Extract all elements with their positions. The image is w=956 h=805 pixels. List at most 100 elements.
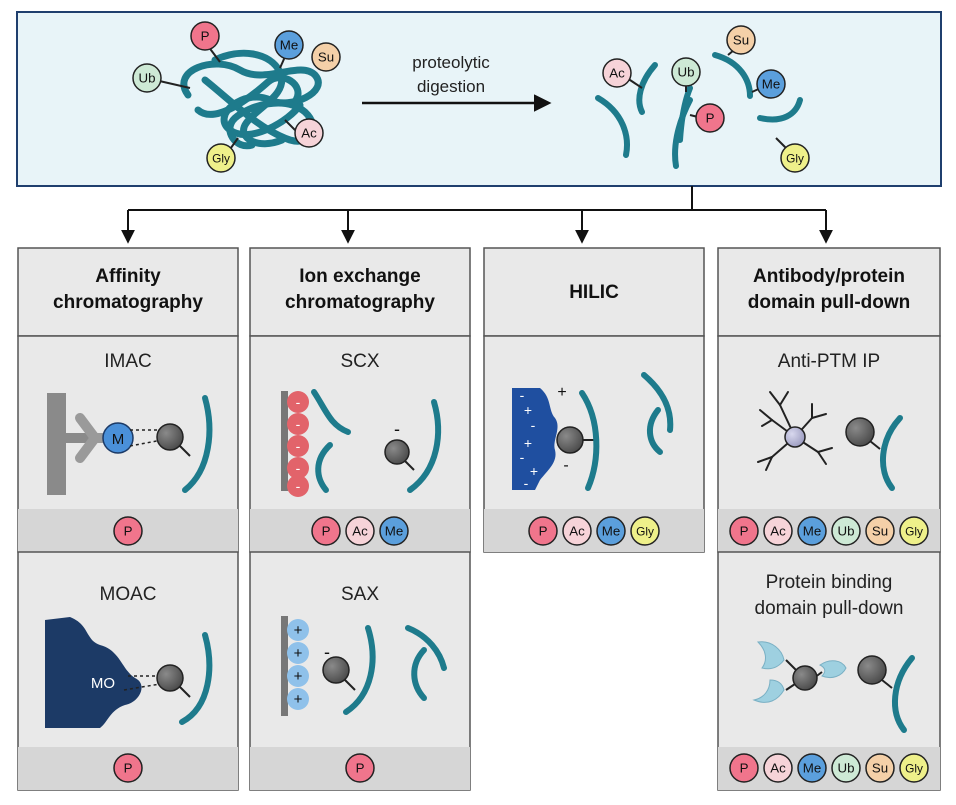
- hilic-surface-charges: -+-+-+-: [520, 387, 538, 491]
- hilic-plus-label: +: [557, 384, 566, 401]
- imac-strip-ptm-p-circle: [113, 516, 143, 546]
- pbd-strip-ptm-ac-label: Ac: [770, 761, 786, 776]
- scx-bead: [287, 435, 309, 457]
- hilic-surface-charge: -: [524, 475, 529, 491]
- sax-strip-ptm-p-circle: [345, 753, 375, 783]
- antibody-header-line2: domain pull-down: [748, 292, 911, 313]
- scx-strip-ptm-ac-circle: [345, 516, 375, 546]
- folded-protein: [180, 49, 322, 150]
- sax-bead-charge: +: [294, 645, 303, 662]
- pbd-strip-ptm-gly: Gly: [899, 753, 929, 783]
- scx-title: SCX: [340, 351, 379, 372]
- sax-bead: [287, 688, 309, 710]
- peptide-ptm-gly: Gly: [780, 143, 810, 173]
- peptide-ptm-p: P: [695, 103, 725, 133]
- column-ion-exchange: Ion exchange chromatography SCX ----- - …: [249, 247, 471, 791]
- hilic-strip-ptm-ac: Ac: [562, 516, 592, 546]
- protein-ptm-p-label: P: [201, 29, 210, 44]
- sax-bead: [287, 665, 309, 687]
- moac-title: MOAC: [100, 584, 157, 605]
- peptide-ptm-su: Su: [726, 25, 756, 55]
- scx-acidic-group: [384, 439, 410, 465]
- anti-ptm-strip-ptm-gly-circle: [899, 516, 929, 546]
- sax-peptide-3: [411, 647, 427, 701]
- peptide-ptm-me: Me: [756, 69, 786, 99]
- imac-peptide: [182, 395, 213, 493]
- hilic-peptide-2: [641, 372, 674, 433]
- protein-ptm-ub-circle: [132, 63, 162, 93]
- scx-strip-ptm-p-circle: [311, 516, 341, 546]
- sax-bead-charge: +: [294, 691, 303, 708]
- sax-strip-ptm-p: P: [345, 753, 375, 783]
- digestion-label-line2: digestion: [417, 77, 485, 96]
- protein-ptm-p: P: [190, 21, 220, 51]
- sax-bead: [287, 642, 309, 664]
- protein-ptm-gly: Gly: [206, 143, 236, 173]
- pbd-title-line2: domain pull-down: [755, 598, 904, 619]
- antibody-bead: [784, 426, 806, 448]
- protein-ptm-ac-circle: [294, 118, 324, 148]
- pbd-strip-ptm-su-label: Su: [872, 761, 888, 776]
- anti-ptm-strip-ptm-p-circle: [729, 516, 759, 546]
- pbd-strip-ptm-gly-circle: [899, 753, 929, 783]
- sax-resin-beads: ++++: [287, 619, 309, 710]
- moac-phospho-group: [156, 664, 184, 692]
- sax-peptide-1: [343, 625, 376, 715]
- protein-ptm-su: Su: [311, 42, 341, 72]
- sax-strip-ptm-p-label: P: [356, 761, 365, 776]
- pbd-strip-ptm-ub-label: Ub: [838, 761, 855, 776]
- anti-ptm-strip-ptm-ac-label: Ac: [770, 524, 786, 539]
- imac-strip-ptm-p: P: [113, 516, 143, 546]
- hilic-strip-ptm-ac-label: Ac: [569, 524, 585, 539]
- scx-strip-ptm-me: Me: [379, 516, 409, 546]
- anti-ptm-title: Anti-PTM IP: [778, 351, 880, 372]
- hilic-strip-ptm-gly: Gly: [630, 516, 660, 546]
- digestion-label-line1: proteolytic: [412, 53, 490, 72]
- sax-title: SAX: [341, 584, 379, 605]
- sax-peptide-2: [405, 625, 447, 671]
- pbd-strip-ptm-me-label: Me: [803, 761, 821, 776]
- pbd-title-line1: Protein binding: [766, 572, 893, 593]
- anti-ptm-strip-ptm-gly-label: Gly: [905, 525, 923, 539]
- imac-support: [47, 393, 66, 495]
- protein-ptm-ac-label: Ac: [301, 126, 317, 141]
- imac-linker: [66, 433, 96, 443]
- protein-ptm-ub-label: Ub: [139, 71, 156, 86]
- sax-phospho-group: [322, 656, 350, 684]
- antibody-header-line1: Antibody/protein: [753, 266, 905, 287]
- peptide-ptm-ub-circle: [671, 57, 701, 87]
- anti-ptm-peptide: [880, 415, 903, 491]
- peptide-ptm-ub: Ub: [671, 57, 701, 87]
- scx-bead-charge: -: [296, 438, 301, 454]
- peptide-ptm-ac-label: Ac: [609, 66, 625, 81]
- pbd-strip-ptm-su: Su: [865, 753, 895, 783]
- peptide-ptm-ac: Ac: [602, 58, 632, 88]
- protein-ptm-su-label: Su: [318, 50, 334, 65]
- moac-strip-ptm-p-circle: [113, 753, 143, 783]
- anti-ptm-ptm-group: [845, 417, 875, 447]
- scx-bead: [287, 457, 309, 479]
- scx-strip-ptm-p: P: [311, 516, 341, 546]
- anti-ptm-strip-ptm-p: P: [729, 516, 759, 546]
- scx-resin-beads: -----: [287, 391, 309, 497]
- hilic-strip-ptm-p-circle: [528, 516, 558, 546]
- peptide-ptm-me-circle: [756, 69, 786, 99]
- hilic-strip-ptm-p: P: [528, 516, 558, 546]
- peptide-ptm-gly-label: Gly: [786, 152, 804, 166]
- scx-strip-ptm-p-label: P: [322, 524, 331, 539]
- sax-bead-charge: +: [294, 668, 303, 685]
- hilic-strip-ptm-gly-circle: [630, 516, 660, 546]
- anti-ptm-strip-ptm-me-circle: [797, 516, 827, 546]
- sax-charge: -: [324, 642, 330, 662]
- imac-metal-ion: [102, 422, 134, 454]
- branch-connectors: [121, 186, 833, 244]
- hilic-strip-ptm-ac-circle: [562, 516, 592, 546]
- peptide-fragments: [595, 52, 803, 169]
- moac-oxide-label: MO: [91, 675, 115, 692]
- hilic-header-box: [483, 247, 705, 337]
- protein-ptm-me-label: Me: [280, 38, 298, 53]
- hilic-header: HILIC: [569, 282, 619, 303]
- moac-strip-ptm-p-label: P: [124, 761, 133, 776]
- anti-ptm-strip-ptm-su: Su: [865, 516, 895, 546]
- hilic-minus-label: -: [563, 457, 568, 474]
